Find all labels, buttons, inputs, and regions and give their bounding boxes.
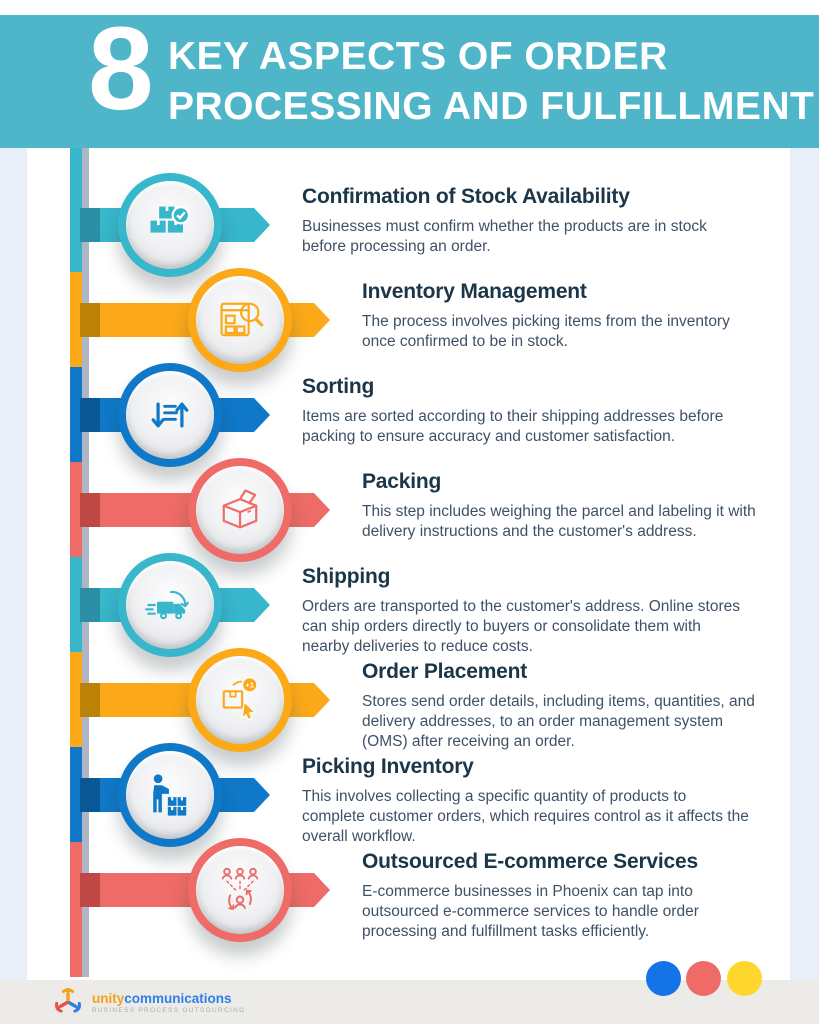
timeline-segment [70, 652, 82, 747]
brand-logo: unitycommunications BUSINESS PROCESS OUT… [53, 980, 245, 1024]
header-number: 8 [88, 3, 154, 135]
top-white-strip [0, 0, 819, 15]
unity-communications-logo-icon [53, 987, 83, 1017]
timeline-segment [70, 747, 82, 842]
timeline-segment [70, 842, 82, 977]
timeline-segment [70, 148, 82, 272]
brand-text: unitycommunications BUSINESS PROCESS OUT… [92, 991, 245, 1014]
brand-name-communications: communications [124, 990, 232, 1006]
header-banner: 8 KEY ASPECTS OF ORDER PROCESSING AND FU… [0, 3, 819, 148]
decor-dot-yellow [727, 961, 762, 996]
timeline-rail [82, 148, 89, 977]
brand-tagline: BUSINESS PROCESS OUTSOURCING [92, 1006, 246, 1014]
timeline-segment [70, 557, 82, 652]
timeline-segment [70, 462, 82, 557]
page-title-line2: PROCESSING AND FULFILLMENT [168, 85, 815, 128]
page-title: KEY ASPECTS OF ORDER PROCESSING AND FULF… [168, 32, 814, 132]
timeline-segment [70, 272, 82, 367]
decor-dot-blue [646, 961, 681, 996]
decor-dot-red [686, 961, 721, 996]
brand-name-unity: unity [92, 990, 125, 1006]
timeline-segment [70, 367, 82, 462]
content-card [27, 148, 790, 980]
page-title-line1: KEY ASPECTS OF ORDER [168, 35, 668, 78]
footer-band: unitycommunications BUSINESS PROCESS OUT… [0, 980, 819, 1024]
